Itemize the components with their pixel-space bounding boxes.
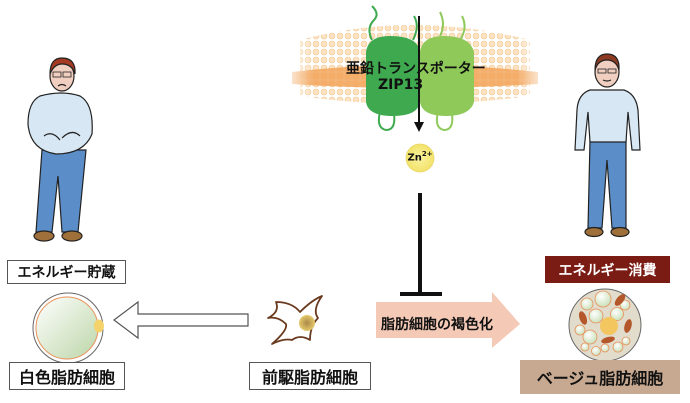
white-adipocyte-label: 白色脂肪細胞 <box>9 362 125 390</box>
zinc-influx-arrow <box>414 16 424 132</box>
preadipocyte-illustration <box>267 295 323 345</box>
zinc-ion <box>405 143 435 173</box>
inhibition-symbol <box>400 193 442 296</box>
transporter-id-label: ZIP13 <box>378 77 424 93</box>
browning-arrow <box>376 292 520 348</box>
white-adipocyte-illustration <box>32 292 104 364</box>
zinc-ion-label: Zn2+ <box>406 150 434 163</box>
browning-process-label: 脂肪細胞の褐色化 <box>381 317 493 333</box>
energy-expenditure-label: エネルギー消費 <box>545 256 670 283</box>
preadipocyte-label: 前駆脂肪細胞 <box>249 362 371 390</box>
beige-adipocyte-illustration <box>568 288 642 362</box>
zip13-transporter <box>366 5 474 132</box>
beige-adipocyte-label: ベージュ脂肪細胞 <box>520 360 680 394</box>
energy-storage-label: エネルギー貯蔵 <box>7 260 126 284</box>
slim-person-illustration <box>574 53 641 238</box>
zinc-charge: 2+ <box>421 150 433 158</box>
transporter-name-label: 亜鉛トランスポーター <box>346 61 486 77</box>
zinc-symbol: Zn <box>407 152 422 164</box>
differentiation-arrow <box>113 300 249 340</box>
obese-person-illustration <box>27 57 93 242</box>
